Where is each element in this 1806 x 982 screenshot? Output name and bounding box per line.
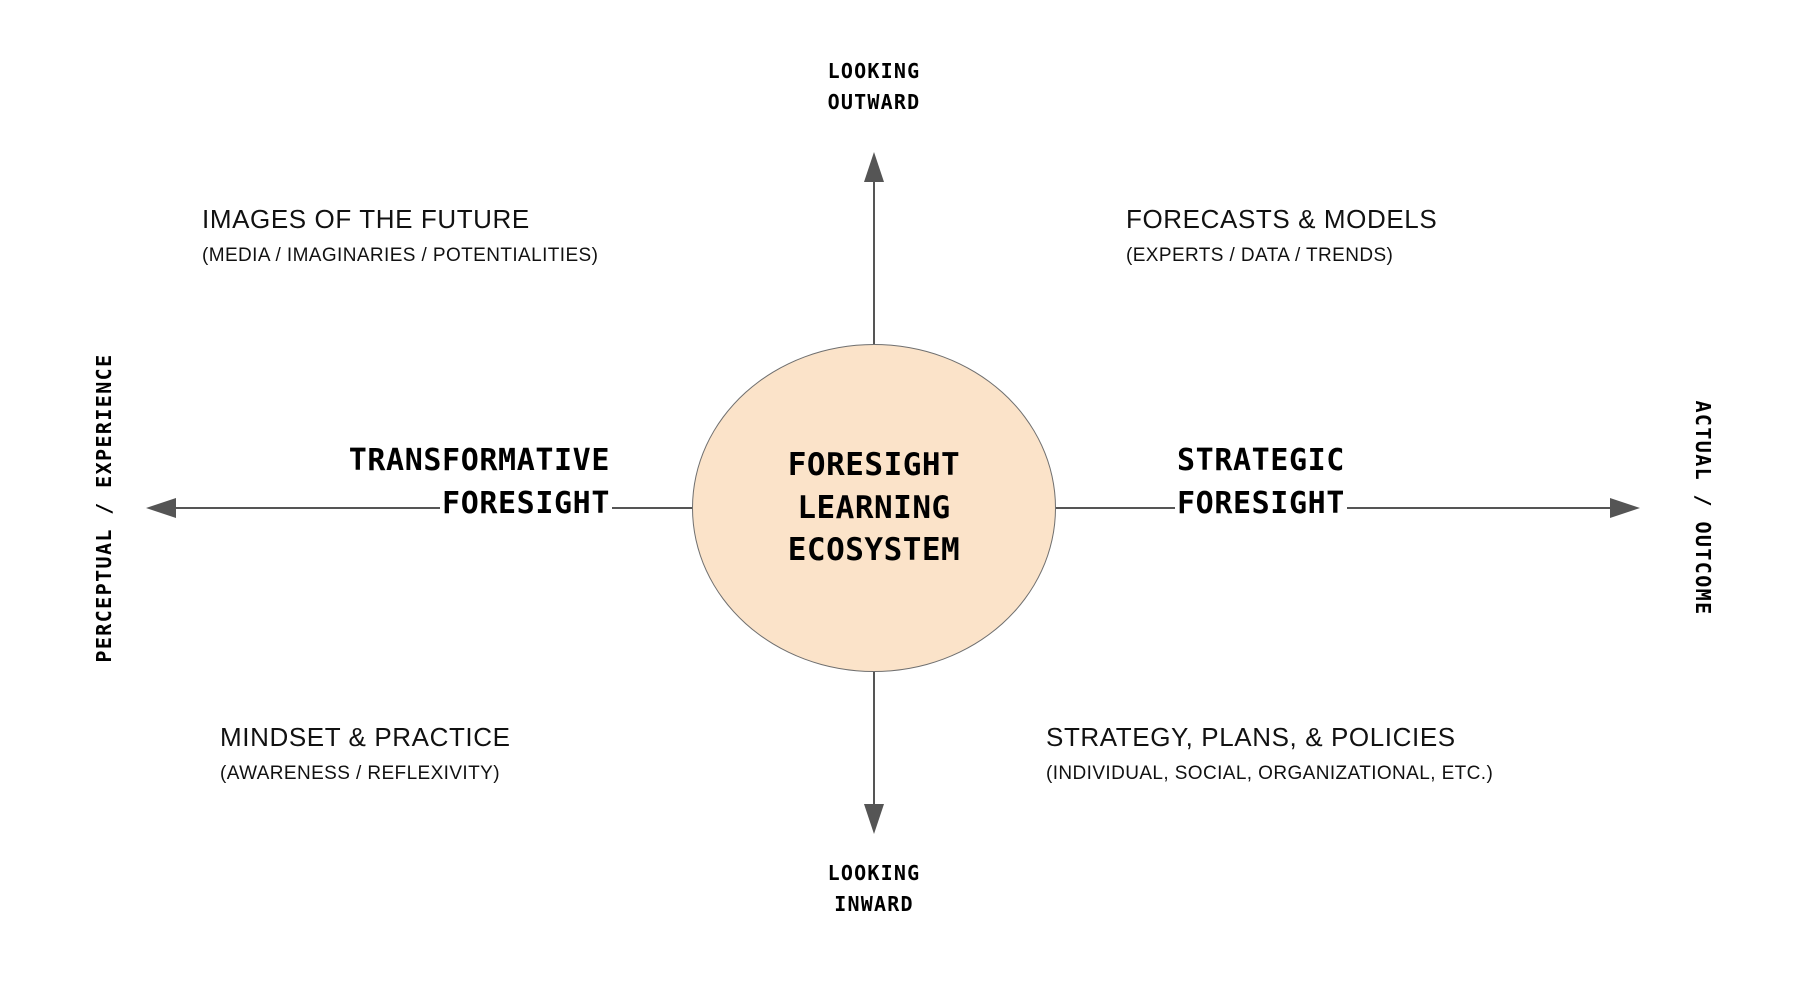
quadrant-bottom-right: STRATEGY, PLANS, & POLICIES (INDIVIDUAL,… — [1046, 721, 1493, 787]
axis-label-actual-outcome: ACTUAL / OUTCOME — [1691, 400, 1715, 616]
quadrant-top-right: FORECASTS & MODELS (EXPERTS / DATA / TRE… — [1126, 203, 1437, 269]
pole-right-line-2: FORESIGHT — [1175, 485, 1347, 521]
quadrant-top-left-subtitle: (MEDIA / IMAGINARIES / POTENTIALITIES) — [202, 245, 599, 267]
axis-label-looking-outward: LOOKING OUTWARD — [714, 56, 1034, 118]
quadrant-top-left: IMAGES OF THE FUTURE (MEDIA / IMAGINARIE… — [202, 203, 598, 269]
axis-label-inward-line-1: LOOKING — [827, 861, 921, 885]
quadrant-bottom-left-title: MINDSET & PRACTICE — [220, 722, 511, 752]
axis-label-outward-line-2: OUTWARD — [827, 90, 921, 114]
quadrant-bottom-left: MINDSET & PRACTICE (AWARENESS / REFLEXIV… — [220, 721, 511, 787]
hub-line-2: LEARNING — [797, 489, 951, 526]
arrowhead-left — [146, 498, 176, 518]
quadrant-top-right-title: FORECASTS & MODELS — [1126, 204, 1438, 234]
quadrant-bottom-left-subtitle: (AWARENESS / REFLEXIVITY) — [220, 763, 500, 785]
arrowhead-down — [864, 804, 884, 834]
arrowhead-right — [1610, 498, 1640, 518]
quadrant-top-left-title: IMAGES OF THE FUTURE — [202, 204, 530, 234]
pole-left-line-2: FORESIGHT — [440, 485, 612, 521]
axis-label-outward-line-1: LOOKING — [827, 59, 921, 83]
axis-label-looking-inward: LOOKING INWARD — [714, 858, 1034, 920]
quadrant-bottom-right-title: STRATEGY, PLANS, & POLICIES — [1046, 722, 1456, 752]
pole-left-line-1: TRANSFORMATIVE — [346, 443, 612, 478]
pole-label-transformative-foresight: TRANSFORMATIVE FORESIGHT — [272, 440, 612, 525]
axis-label-perceptual-experience: PERCEPTUAL / EXPERIENCE — [92, 353, 116, 663]
arrowhead-up — [864, 152, 884, 182]
quadrant-top-right-subtitle: (EXPERTS / DATA / TRENDS) — [1126, 245, 1394, 267]
pole-label-strategic-foresight: STRATEGIC FORESIGHT — [1175, 440, 1515, 525]
axis-label-inward-line-2: INWARD — [834, 892, 914, 916]
hub-line-3: ECOSYSTEM — [787, 532, 961, 569]
pole-right-line-1: STRATEGIC — [1175, 443, 1347, 478]
hub-line-1: FORESIGHT — [787, 446, 961, 483]
quadrant-bottom-right-subtitle: (INDIVIDUAL, SOCIAL, ORGANIZATIONAL, ETC… — [1046, 763, 1494, 785]
central-hub-ellipse: FORESIGHT LEARNING ECOSYSTEM — [692, 344, 1056, 672]
